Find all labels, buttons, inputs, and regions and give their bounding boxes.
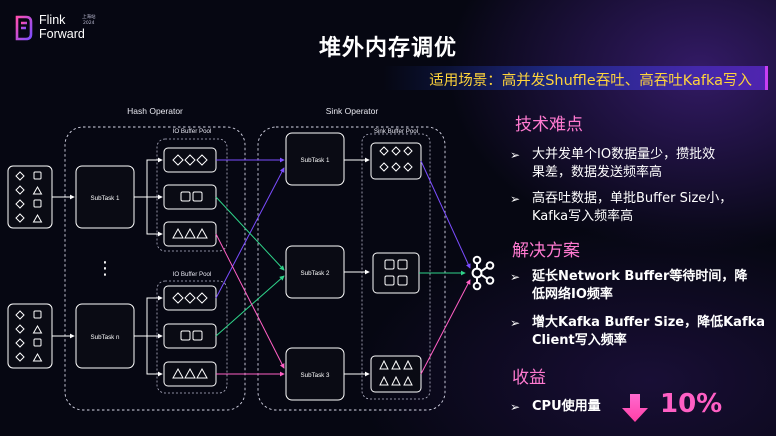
sink-subtask-2-label: SubTask 2 (301, 270, 330, 277)
hash-buffer-diamonds-n (163, 285, 217, 311)
hash-buffer-squares-1 (163, 184, 217, 210)
logo-wordmark: Flink Forward (39, 14, 85, 42)
sink-operator-container (257, 126, 446, 411)
chevron-right-icon: ➢ (510, 270, 521, 284)
hash-operator-container (64, 126, 246, 411)
benefit-item-text: CPU使用量 (532, 399, 601, 414)
solution-item-2-text: 增大Kafka Buffer Size，降低Kafka Client写入频率 (532, 314, 765, 350)
io-buffer-pool-1-label: IO Buffer Pool (173, 128, 212, 135)
logo-year: 2024 (83, 20, 95, 26)
sink-subtask-1-label: SubTask 1 (301, 157, 330, 164)
chevron-right-icon: ➢ (510, 316, 521, 330)
solution-item-1: ➢ 延长Network Buffer等待时间，降 低网络IO频率 (510, 268, 770, 304)
chevron-right-icon: ➢ (510, 148, 521, 162)
difficulty-item-1: ➢ 大并发单个IO数据量少，攒批效 果差，数据发送频率高 (510, 146, 770, 182)
sink-subtask-1 (285, 132, 345, 186)
flink-forward-logo-icon (15, 15, 33, 41)
solution-item-1-line-1: 延长Network Buffer等待时间，降 (532, 269, 748, 284)
logo-line-2: Forward (39, 27, 85, 41)
difficulty-item-2-line-2: Kafka写入频率高 (532, 209, 634, 224)
input-block-1 (7, 165, 53, 229)
solution-item-1-text: 延长Network Buffer等待时间，降 低网络IO频率 (532, 268, 747, 304)
hash-buffer-triangles-1 (163, 221, 217, 247)
scenario-banner-edge (765, 66, 768, 90)
sink-buffer-pool-label: Sink Buffer Pool (374, 128, 418, 135)
chevron-right-icon: ➢ (510, 192, 521, 206)
sink-operator-label: Sink Operator (326, 106, 379, 116)
arrow-down-icon (622, 394, 648, 422)
hash-operator-label: Hash Operator (127, 106, 183, 116)
difficulty-item-1-line-2: 果差，数据发送频率高 (532, 165, 663, 180)
branch-lines-1 (134, 157, 163, 237)
solution-heading: 解决方案 (512, 241, 580, 261)
chevron-right-icon: ➢ (510, 400, 521, 414)
kafka-icon (471, 255, 495, 291)
io-buffer-pool-2-label: IO Buffer Pool (173, 271, 212, 278)
sink-buffer-triangles (370, 355, 422, 393)
hash-buffer-squares-n (163, 323, 217, 349)
benefit-item: ➢ CPU使用量 (510, 398, 620, 416)
hash-subtask-n-label: SubTask n (91, 334, 120, 341)
hash-buffer-diamonds-1 (163, 147, 217, 173)
page-title: 堆外内存调优 (318, 36, 457, 61)
logo-city: 上海站 (82, 15, 96, 20)
benefit-heading: 收益 (512, 368, 546, 388)
hash-buffer-triangles-n (163, 361, 217, 387)
sink-buffer-squares (372, 252, 420, 294)
sink-buffer-diamonds (370, 142, 422, 180)
benefit-value: 10% (660, 389, 723, 419)
io-buffer-pool-1 (156, 138, 228, 252)
difficulty-heading: 技术难点 (515, 115, 583, 135)
flink-forward-logo: Flink Forward 上海站 2024 (14, 13, 124, 43)
branch-lines-n (134, 295, 163, 377)
solution-item-2: ➢ 增大Kafka Buffer Size，降低Kafka Client写入频率 (510, 314, 770, 350)
input-block-n (7, 303, 53, 369)
difficulty-item-2-line-1: 高吞吐数据，单批Buffer Size小， (532, 191, 733, 206)
scenario-text: 适用场景：高并发Shuffle吞吐、高吞吐Kafka写入 (429, 73, 752, 89)
difficulty-item-1-line-1: 大并发单个IO数据量少，攒批效 (532, 147, 716, 162)
sink-buffer-pool (361, 133, 431, 400)
solution-item-2-line-1: 增大Kafka Buffer Size，降低Kafka (532, 315, 766, 330)
solution-item-2-line-2: Client写入频率 (532, 333, 627, 348)
difficulty-item-1-text: 大并发单个IO数据量少，攒批效 果差，数据发送频率高 (532, 146, 715, 182)
hash-subtask-1-label: SubTask 1 (91, 195, 120, 202)
sink-subtask-3-label: SubTask 3 (301, 372, 330, 379)
scenario-banner: 适用场景：高并发Shuffle吞吐、高吞吐Kafka写入 (383, 66, 768, 90)
solution-item-1-line-2: 低网络IO频率 (532, 287, 613, 302)
subtask-ellipsis: ⋮ (96, 258, 114, 279)
difficulty-item-2-text: 高吞吐数据，单批Buffer Size小， Kafka写入频率高 (532, 190, 732, 226)
shuffle-lines (215, 157, 285, 377)
kafka-lines (419, 160, 471, 375)
difficulty-item-2: ➢ 高吞吐数据，单批Buffer Size小， Kafka写入频率高 (510, 190, 770, 226)
logo-event-tag: 上海站 2024 (82, 15, 96, 26)
io-buffer-pool-2 (156, 280, 228, 394)
logo-line-1: Flink (39, 13, 66, 27)
